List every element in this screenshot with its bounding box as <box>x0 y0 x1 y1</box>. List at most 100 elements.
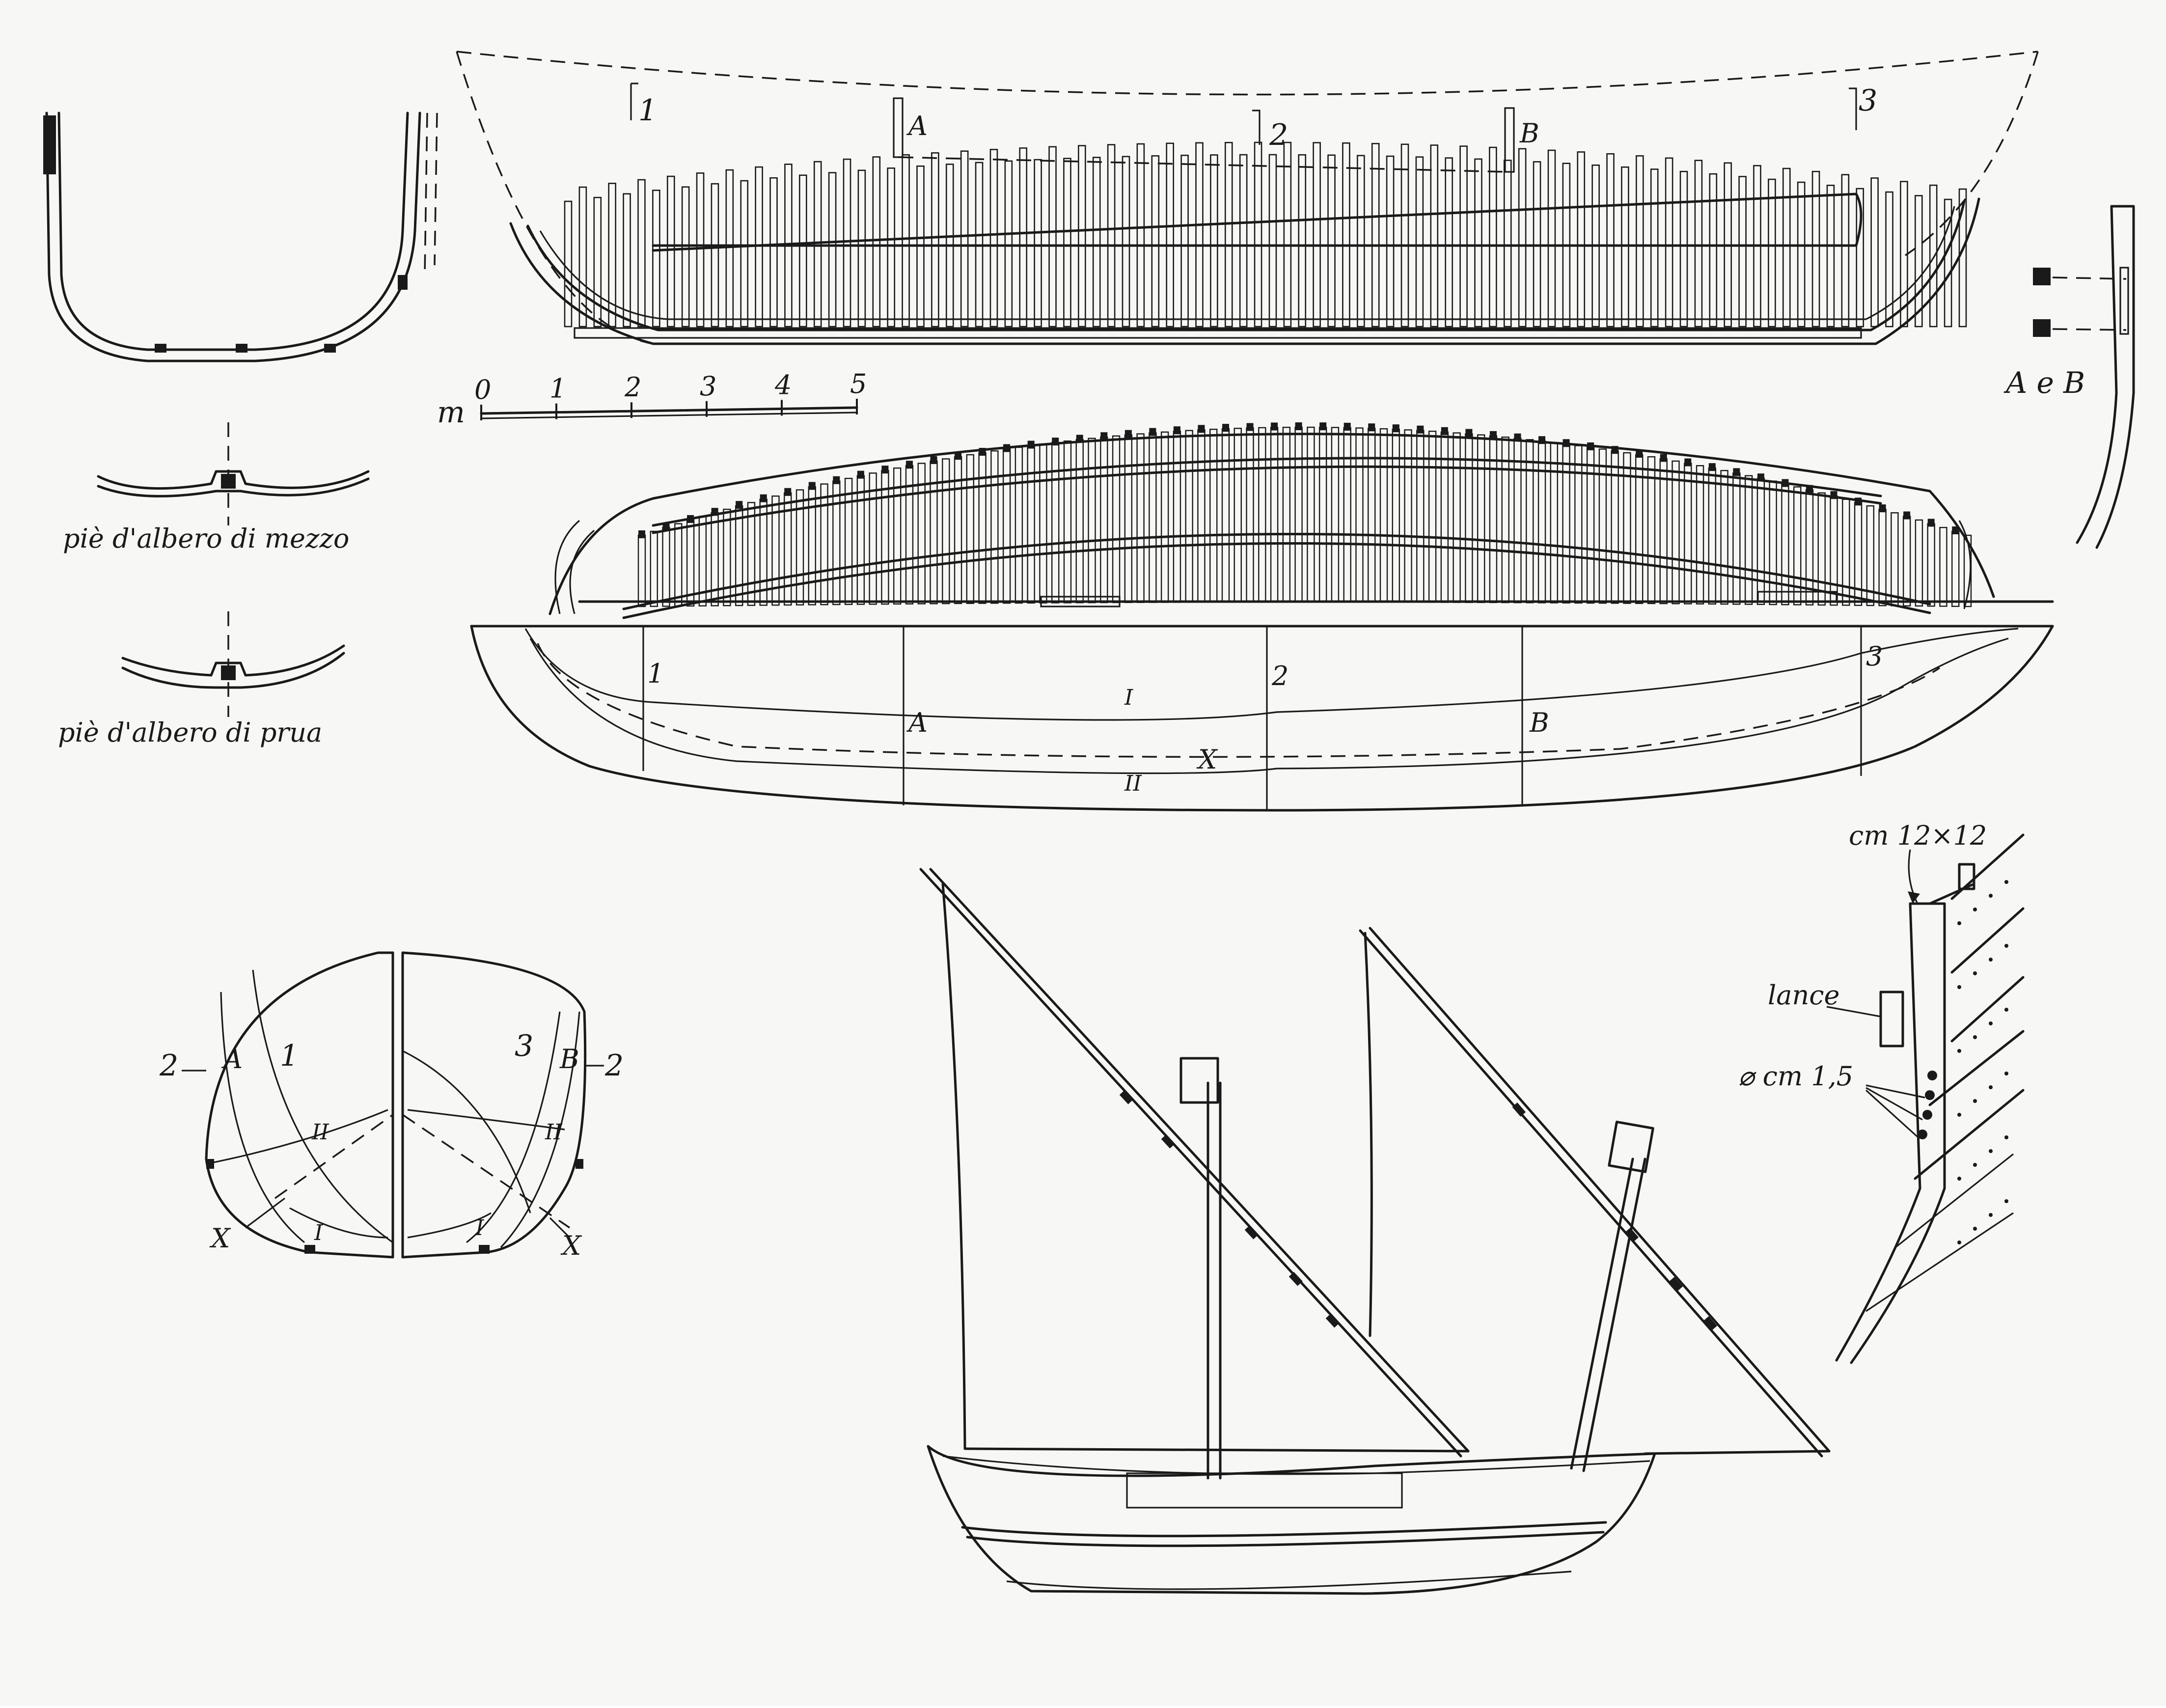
frame-rib <box>1342 142 1350 328</box>
frame-head <box>1903 511 1911 520</box>
frame-head <box>1489 431 1497 439</box>
frame-head <box>833 476 840 484</box>
frame-head <box>1952 526 1959 535</box>
frame-rib <box>1856 188 1864 328</box>
frame-rib <box>1753 165 1761 328</box>
frame-rib <box>1797 181 1806 328</box>
frame-head <box>1246 423 1254 431</box>
frame-rib <box>1002 448 1011 604</box>
frame-rib <box>564 200 573 328</box>
frame-rib <box>1051 441 1060 604</box>
frame-rib <box>637 534 646 607</box>
frame-b-top: B <box>1519 118 1539 149</box>
nail-dot <box>1989 1085 1993 1089</box>
frame-rib <box>1034 159 1042 328</box>
body-frame-a: A <box>221 1044 243 1074</box>
frame-rib <box>608 183 616 328</box>
frame-rib <box>945 164 954 328</box>
station-1-lines: 1 <box>647 658 664 689</box>
frame-head <box>808 482 816 490</box>
frame-rib <box>1574 445 1583 604</box>
frame-rib <box>1151 155 1160 328</box>
frame-rib <box>1724 162 1732 328</box>
nail-dot <box>1957 985 1961 989</box>
frame-head <box>1271 422 1278 431</box>
yard-band <box>1161 1134 1175 1149</box>
line-x-lines: X <box>1196 744 1218 775</box>
frame-rib <box>1769 480 1777 606</box>
mast-step-middle-label: piè d'albero di mezzo <box>63 523 349 554</box>
planking-detail: cm 12×12 lance ⌀ cm 1,5 <box>1738 820 2025 1364</box>
frame-rib <box>1019 147 1028 328</box>
frame-rib <box>674 523 683 607</box>
frame-rib <box>1915 519 1923 607</box>
profile-frames-top: 1 2 3 A B <box>456 51 2039 345</box>
frame-rib <box>1270 427 1279 603</box>
frame-head <box>1782 479 1789 487</box>
frame-rib <box>1331 427 1340 603</box>
nail-dot <box>1973 1035 1977 1039</box>
frame-head <box>638 530 645 538</box>
scale-tick-label: 0 <box>474 374 491 405</box>
frame-rib <box>1900 181 1908 328</box>
frame-rib <box>931 152 939 328</box>
frame-rib <box>1891 512 1899 606</box>
frame-rib <box>1298 154 1307 328</box>
frame-rib <box>1732 472 1741 605</box>
nail-dot <box>1989 894 1993 898</box>
body-x-right: X <box>560 1230 582 1261</box>
frame-rib <box>1124 434 1133 603</box>
frame-rib <box>696 172 705 328</box>
frame-head <box>979 448 986 456</box>
frame-rib <box>1195 142 1204 328</box>
yard-band <box>1119 1090 1133 1104</box>
mast-step-middle: piè d'albero di mezzo <box>63 422 370 554</box>
body-x-left: X <box>209 1223 231 1254</box>
frame-rib <box>1866 505 1875 606</box>
frame-rib <box>1817 492 1826 606</box>
frame-rib <box>1474 158 1482 328</box>
frame-head <box>1124 430 1132 438</box>
frame-rib <box>1294 426 1303 603</box>
nail-dot <box>2004 1008 2008 1012</box>
frame-rib <box>1239 154 1248 328</box>
frame-head <box>955 452 962 460</box>
frame-head <box>1927 519 1935 527</box>
frame-rib <box>1445 157 1453 328</box>
frame-rib <box>1518 148 1527 328</box>
frame-rib <box>1173 430 1181 603</box>
scale-tick-label: 5 <box>850 368 867 399</box>
nail-dot <box>1989 1149 1993 1153</box>
frame-rib <box>1939 526 1947 607</box>
frame-rib <box>1149 432 1157 603</box>
frame-rib <box>1672 460 1680 605</box>
frame-rib <box>975 162 984 328</box>
nail-dot <box>1989 1213 1993 1217</box>
frame-head <box>1587 442 1594 450</box>
nail-dot <box>1973 971 1977 975</box>
frame-rib <box>578 186 587 328</box>
frame-rib <box>1246 427 1254 603</box>
frame-rib <box>1665 157 1673 328</box>
frame-rib <box>1927 523 1935 607</box>
nail-dot <box>1973 1227 1977 1231</box>
frame-rib <box>1902 516 1911 606</box>
nail-dot <box>1973 908 1977 911</box>
frame-head <box>1392 424 1399 433</box>
frame-rib <box>1379 428 1388 603</box>
frame-rib <box>1885 191 1893 328</box>
frame-rib <box>916 165 925 328</box>
frame-head <box>930 456 937 464</box>
frame-rib <box>1782 167 1791 328</box>
frame-rib <box>1392 428 1400 603</box>
frame-b-lines: B <box>1529 707 1549 738</box>
frame-head <box>1076 435 1083 443</box>
body-wl-ii-left: II <box>311 1120 329 1145</box>
scale-tick-label: 1 <box>549 373 566 404</box>
frame-rib <box>1503 160 1512 328</box>
scale-tick-label: 2 <box>624 372 641 403</box>
nail-dot <box>1989 1021 1993 1025</box>
nail-dot <box>2004 944 2008 948</box>
frame-rib <box>828 172 837 328</box>
